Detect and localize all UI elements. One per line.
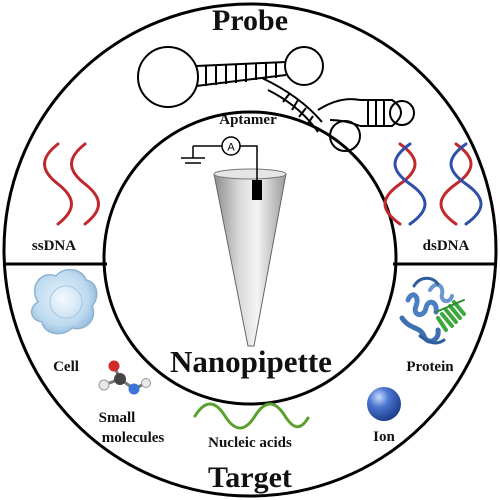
aptamer-icon [137,46,415,152]
aptamer-label: Aptamer [219,112,277,128]
small-molecule-icon [98,360,151,395]
nucleic-acids-label: Nucleic acids [208,435,292,451]
ammeter-symbol: A [227,142,235,154]
dsdna-icon [383,142,483,226]
dsdna-label: dsDNA [423,238,470,254]
target-title: Target [208,461,292,494]
small-molecules-label-line1: Small [99,410,136,426]
ammeter-icon [221,136,241,156]
ssdna-icon [43,142,100,226]
protein-icon [399,276,466,345]
nanopipette-icon [213,168,287,347]
probe-title: Probe [212,4,288,37]
small-molecules-label-line2: molecules [102,430,165,446]
protein-label: Protein [406,359,454,375]
ion-label: Ion [373,429,395,445]
cell-icon [30,268,98,335]
ion-icon [367,387,401,421]
ssdna-label: ssDNA [32,238,76,254]
nanopipette-label: Nanopipette [170,344,332,379]
circuit-wires [181,145,258,182]
cell-label: Cell [53,359,79,375]
nucleic-acid-icon [193,402,310,430]
